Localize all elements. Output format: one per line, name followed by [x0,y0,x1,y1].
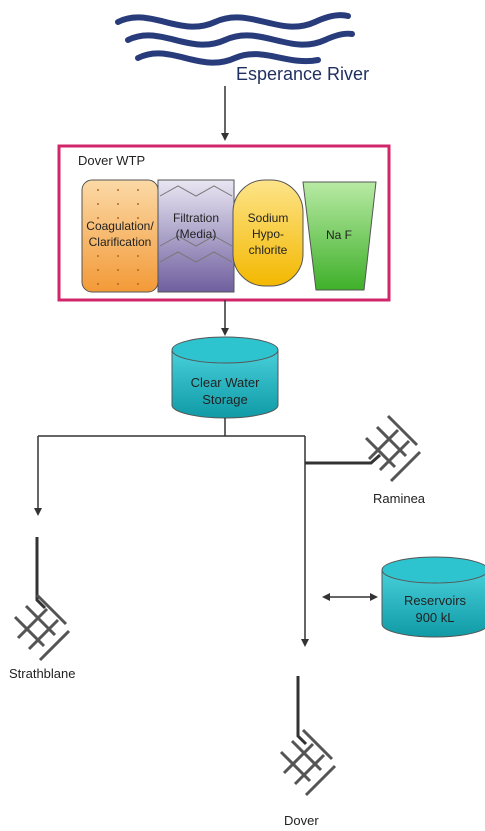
hypochlorite-label-line2: Hypo- [251,227,284,241]
strathblane-pipe [35,537,47,610]
hypochlorite-label-line1: Sodium [247,211,289,225]
coagulation-label-line1: Coagulation/ [86,219,154,233]
river-label: Esperance River [236,64,370,84]
reservoirs-label-line1: Reservoirs [403,593,467,608]
coagulation-label: Coagulation/ Clarification [82,218,158,250]
reservoirs-label: Reservoirs 900 kL [382,592,485,626]
raminea-label: Raminea [373,491,426,506]
filtration-label-line2: (Media) [175,227,217,241]
coagulation-tank [81,179,159,293]
filtration-label: Filtration (Media) [158,210,234,242]
plant-title: Dover WTP [78,153,146,168]
raminea-pipe [305,453,381,465]
hypochlorite-label: Sodium Hypo- chlorite [233,210,303,258]
storage-label-line2: Storage [202,392,248,407]
coagulation-label-line2: Clarification [88,235,152,249]
dover-label: Dover [284,813,319,828]
hypochlorite-tank [232,179,304,287]
storage-label-line1: Clear Water [190,375,260,390]
reservoirs-label-line2: 900 kL [415,610,455,625]
strathblane-label: Strathblane [9,666,76,681]
sodium-fluoride-label: Na F [325,228,352,242]
distribution-network [34,418,309,647]
sodium-fluoride-tank [302,181,377,291]
reservoirs-tank [381,556,485,638]
filtration-label-line1: Filtration [172,211,219,225]
storage-label: Clear Water Storage [172,374,278,408]
river-waves-icon [115,12,355,66]
dover-pipe [296,676,308,746]
raminea-grid-icon [364,414,422,483]
strathblane-grid-icon [13,593,71,662]
hypochlorite-label-line3: chlorite [248,243,288,257]
filtration-tank [157,179,235,293]
dover-grid-icon [279,728,337,797]
clear-water-storage-tank [171,336,279,419]
